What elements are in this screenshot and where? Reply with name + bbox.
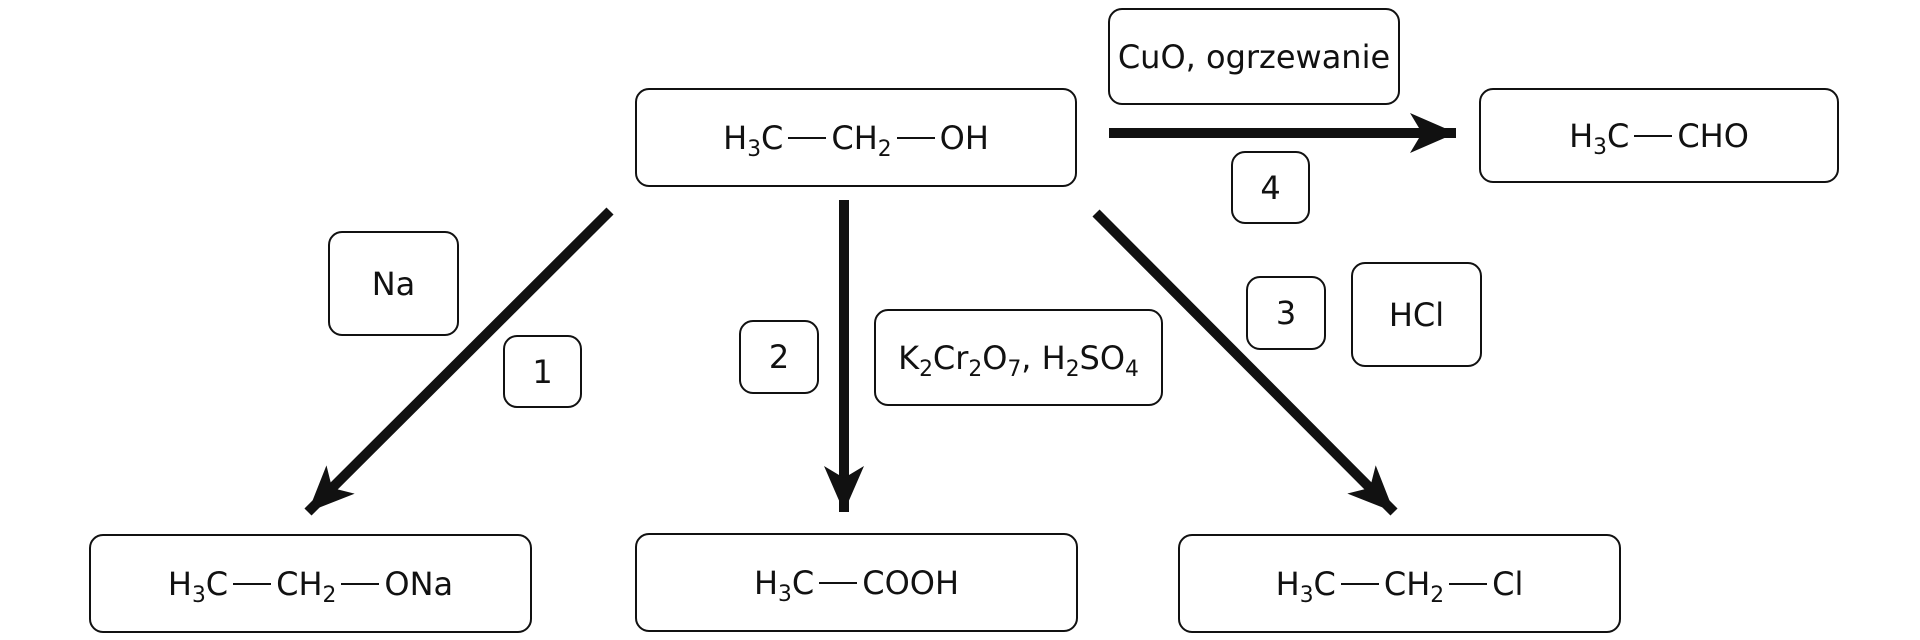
single-bond: [896, 136, 935, 139]
single-bond: [341, 582, 380, 585]
reagent-3-text: HCl: [1388, 295, 1445, 334]
reagent-1-text: Na: [371, 264, 416, 303]
reaction-number-1-label: 1: [532, 352, 553, 391]
single-bond: [819, 581, 858, 584]
reagent-3-box: HCl: [1351, 262, 1482, 367]
reagent-2-box: K2Cr2O7, H2SO4: [874, 309, 1163, 406]
reaction-number-2-label: 2: [768, 338, 790, 376]
single-bond: [233, 582, 272, 585]
reaction-number-4: 4: [1231, 151, 1310, 224]
reaction-number-1: 1: [503, 335, 582, 408]
reagent-4-box: CuO, ogrzewanie: [1108, 8, 1400, 105]
single-bond: [1634, 134, 1673, 137]
single-bond: [1340, 582, 1379, 585]
single-bond: [788, 136, 827, 139]
arrow-reaction-3: [1092, 209, 1398, 516]
arrow-reaction-1: [304, 207, 614, 516]
reaction-number-3: 3: [1246, 276, 1326, 350]
reaction-number-4-label: 4: [1260, 168, 1281, 207]
single-bond: [1449, 582, 1488, 585]
reaction-number-3-label: 3: [1275, 294, 1297, 332]
reagent-4-text: CuO, ogrzewanie: [1117, 37, 1391, 76]
reaction-number-2: 2: [739, 320, 819, 394]
reagent-2-text: K2Cr2O7, H2SO4: [898, 338, 1139, 382]
reagent-1-box: Na: [328, 231, 459, 336]
